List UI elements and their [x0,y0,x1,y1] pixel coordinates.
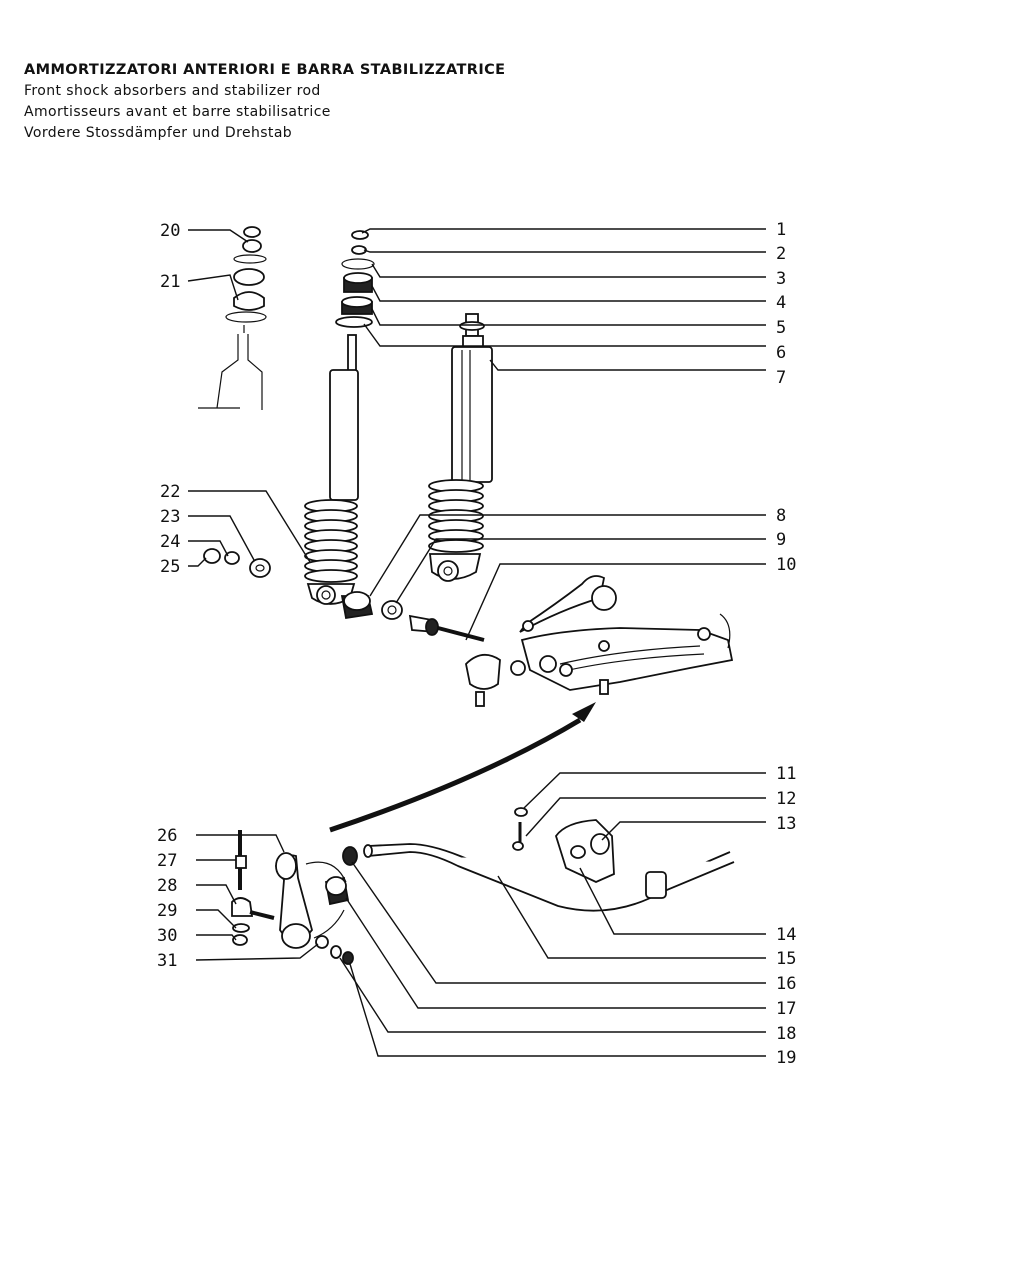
title-english: Front shock absorbers and stabilizer rod [24,83,321,99]
callout-19: 19 [776,1048,796,1068]
lower-shock-bushing-parts [340,591,485,642]
callout-3: 3 [776,269,786,289]
callout-20: 20 [160,221,180,241]
upper-mount-detail [198,226,267,410]
callout-30: 30 [157,926,177,946]
callout-numbers: 1 2 3 4 5 6 7 8 9 10 11 12 13 14 15 16 1… [157,220,796,1068]
top-mount-hardware [335,230,375,328]
stabilizer-bracket [512,807,615,883]
callout-11: 11 [776,764,796,784]
callout-27: 27 [157,851,177,871]
lower-control-arm [465,575,734,707]
callout-10: 10 [776,555,796,575]
left-shock-absorber [304,334,359,605]
assembly-arrow [329,702,596,833]
callout-22: 22 [160,482,180,502]
title-french: Amortisseurs avant et barre stabilisatri… [24,104,331,120]
callout-1: 1 [776,220,786,240]
title-italian: AMMORTIZZATORI ANTERIORI E BARRA STABILI… [24,62,506,78]
callout-31: 31 [157,951,177,971]
callout-25: 25 [160,557,180,577]
callout-21: 21 [160,272,180,292]
callout-26: 26 [157,826,177,846]
callout-4: 4 [776,293,786,313]
callout-13: 13 [776,814,796,834]
callout-23: 23 [160,507,180,527]
title-german: Vordere Stossdämpfer und Drehstab [24,125,293,141]
callout-16: 16 [776,974,796,994]
callout-14: 14 [776,925,796,945]
callout-17: 17 [776,999,796,1019]
stabilizer-link-parts [231,830,358,965]
callout-15: 15 [776,949,796,969]
callout-29: 29 [157,901,177,921]
callout-6: 6 [776,343,786,363]
stabilizer-bar [363,843,735,912]
callout-8: 8 [776,506,786,526]
callout-18: 18 [776,1024,796,1044]
callout-7: 7 [776,368,786,388]
callout-5: 5 [776,318,786,338]
callout-28: 28 [157,876,177,896]
title-block: AMMORTIZZATORI ANTERIORI E BARRA STABILI… [24,60,505,144]
leader-lines [187,228,766,1057]
callout-12: 12 [776,789,796,809]
callout-24: 24 [160,532,180,552]
callout-2: 2 [776,244,786,264]
right-shock-absorber [428,313,493,582]
small-washer-nut-parts [203,548,271,578]
callout-9: 9 [776,530,786,550]
